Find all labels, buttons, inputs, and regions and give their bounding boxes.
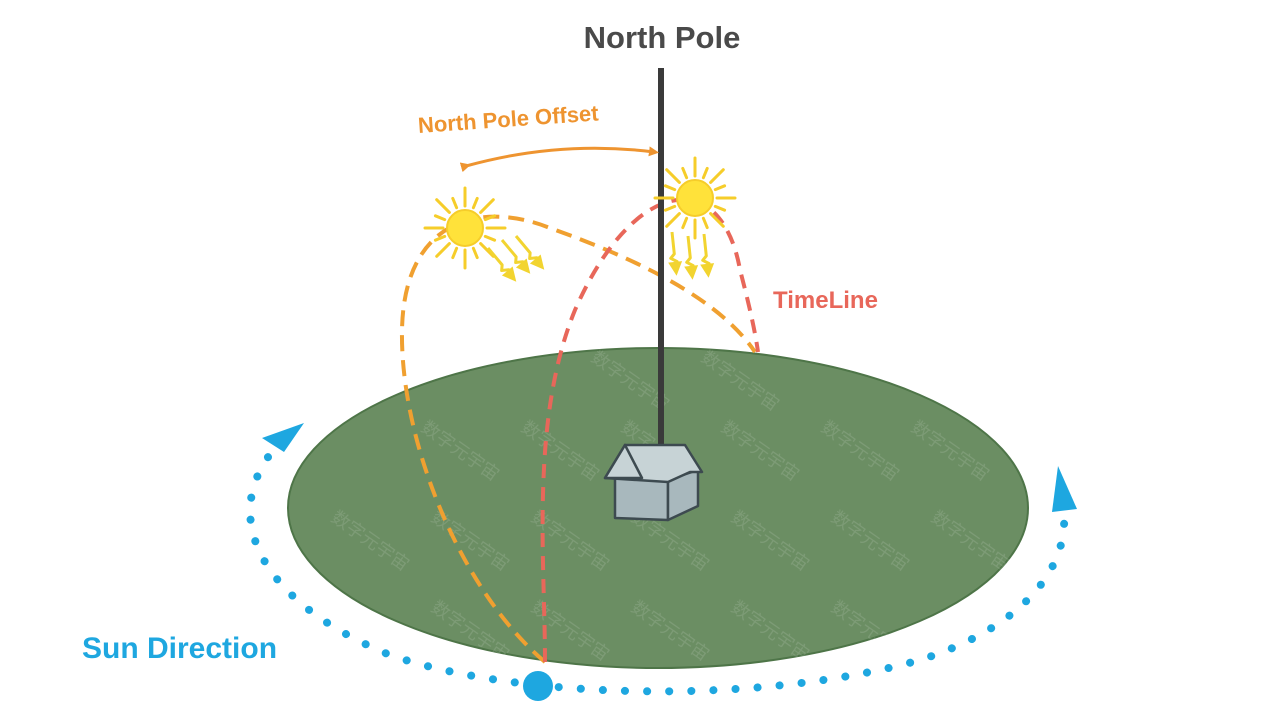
house-icon	[603, 443, 704, 522]
north-pole-offset-arrow	[459, 146, 659, 173]
timeline-label: TimeLine	[773, 287, 878, 314]
sun-direction-label: Sun Direction	[82, 632, 278, 665]
sunray-arrow-icon	[668, 231, 715, 280]
orbit-arrow-left	[262, 423, 304, 452]
timeline-sun-path	[540, 197, 760, 663]
sun-icon	[423, 186, 507, 270]
sun-position-marker	[523, 671, 553, 701]
sun-icon	[653, 156, 737, 240]
north-pole-label: North Pole	[583, 20, 741, 55]
sunray-arrow-icon	[486, 235, 545, 282]
orbit-arrow-right	[1052, 466, 1077, 512]
